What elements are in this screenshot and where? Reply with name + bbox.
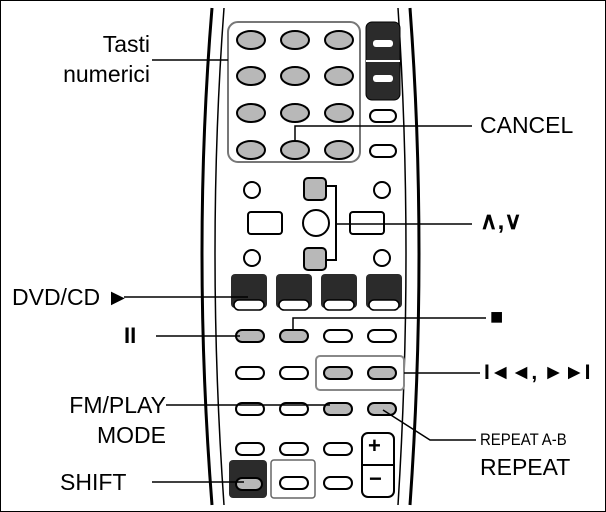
round-key[interactable] bbox=[243, 249, 261, 267]
small-key[interactable] bbox=[235, 402, 265, 416]
numeric-key[interactable] bbox=[280, 66, 310, 86]
down-key[interactable] bbox=[303, 247, 327, 271]
repeat-ab-label: REPEAT A-B bbox=[480, 430, 567, 449]
numeric-key[interactable] bbox=[324, 30, 354, 50]
small-key[interactable] bbox=[235, 442, 265, 456]
skip-label: I◄◄, ►►I bbox=[484, 361, 591, 384]
small-key[interactable] bbox=[279, 402, 309, 416]
stop-key[interactable] bbox=[279, 329, 309, 343]
numeric-key[interactable] bbox=[236, 140, 266, 160]
numeric-key[interactable] bbox=[280, 103, 310, 123]
small-key[interactable] bbox=[235, 366, 265, 380]
source-keys-row bbox=[231, 274, 402, 311]
up-down-label: ∧,∨ bbox=[480, 208, 522, 235]
volume-minus-symbol: − bbox=[369, 466, 382, 491]
small-key[interactable] bbox=[323, 329, 353, 343]
fm-play-mode-label-line2: MODE bbox=[97, 422, 166, 448]
left-key[interactable] bbox=[247, 211, 283, 235]
volume-plus-symbol: + bbox=[368, 433, 381, 458]
numeric-key[interactable] bbox=[236, 103, 266, 123]
right-key[interactable] bbox=[349, 211, 385, 235]
fm-play-mode-label-line1: FM/PLAY bbox=[69, 392, 166, 418]
numeric-key[interactable] bbox=[324, 140, 354, 160]
leader-lines bbox=[124, 59, 486, 483]
numeric-key[interactable] bbox=[280, 30, 310, 50]
round-key[interactable] bbox=[373, 249, 391, 267]
numeric-keys-label-line1: Tasti bbox=[102, 31, 150, 57]
stop-label: ■ bbox=[490, 304, 504, 329]
small-key[interactable] bbox=[279, 476, 309, 490]
cancel-label: CANCEL bbox=[480, 112, 574, 138]
numeric-key[interactable] bbox=[236, 30, 266, 50]
shift-label: SHIFT bbox=[60, 469, 127, 495]
round-key[interactable] bbox=[373, 181, 391, 199]
small-key[interactable] bbox=[367, 329, 397, 343]
small-key[interactable] bbox=[279, 366, 309, 380]
small-key[interactable] bbox=[369, 144, 397, 158]
numeric-keys bbox=[236, 30, 354, 160]
numeric-keypad-frame bbox=[227, 21, 361, 163]
numeric-keys-label-line2: numerici bbox=[63, 61, 150, 87]
center-key[interactable] bbox=[302, 209, 330, 237]
small-key[interactable] bbox=[323, 442, 353, 456]
numeric-key[interactable] bbox=[324, 66, 354, 86]
pause-key[interactable] bbox=[235, 329, 265, 343]
skip-back-key[interactable] bbox=[323, 366, 353, 380]
numeric-key[interactable] bbox=[324, 103, 354, 123]
repeat-key[interactable] bbox=[367, 402, 397, 416]
fm-play-mode-key[interactable] bbox=[323, 402, 353, 416]
pause-label: II bbox=[124, 323, 137, 348]
dvd-cd-play-label: DVD/CD ► bbox=[12, 284, 130, 310]
skip-forward-key[interactable] bbox=[367, 366, 397, 380]
small-key[interactable] bbox=[279, 442, 309, 456]
remote-body bbox=[200, 7, 421, 506]
round-key[interactable] bbox=[243, 181, 261, 199]
up-key[interactable] bbox=[303, 177, 327, 201]
cancel-key[interactable] bbox=[280, 140, 310, 160]
repeat-label: REPEAT bbox=[480, 454, 571, 480]
numeric-key[interactable] bbox=[236, 66, 266, 86]
small-key[interactable] bbox=[369, 109, 397, 123]
small-key[interactable] bbox=[323, 476, 353, 490]
shift-frame bbox=[270, 459, 316, 499]
